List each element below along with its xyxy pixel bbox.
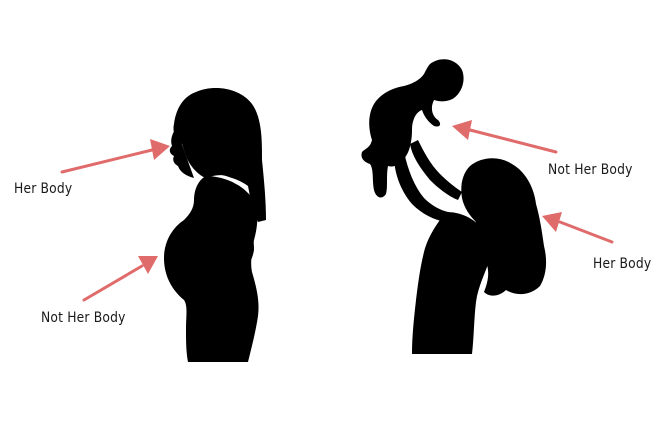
woman-lifting-baby-silhouette (361, 59, 547, 354)
arrow-right-not-her-body (452, 120, 558, 154)
arrow-left-not-her-body (82, 256, 158, 302)
label-right-her-body: Her Body (593, 256, 652, 272)
label-left-not-her-body: Not Her Body (41, 310, 126, 326)
arrows (60, 120, 614, 302)
label-left-her-body: Her Body (14, 181, 73, 197)
pregnant-woman-silhouette (164, 88, 266, 362)
arrow-right-her-body (542, 212, 614, 244)
arrow-left-her-body (60, 139, 170, 174)
label-right-not-her-body: Not Her Body (548, 162, 633, 178)
